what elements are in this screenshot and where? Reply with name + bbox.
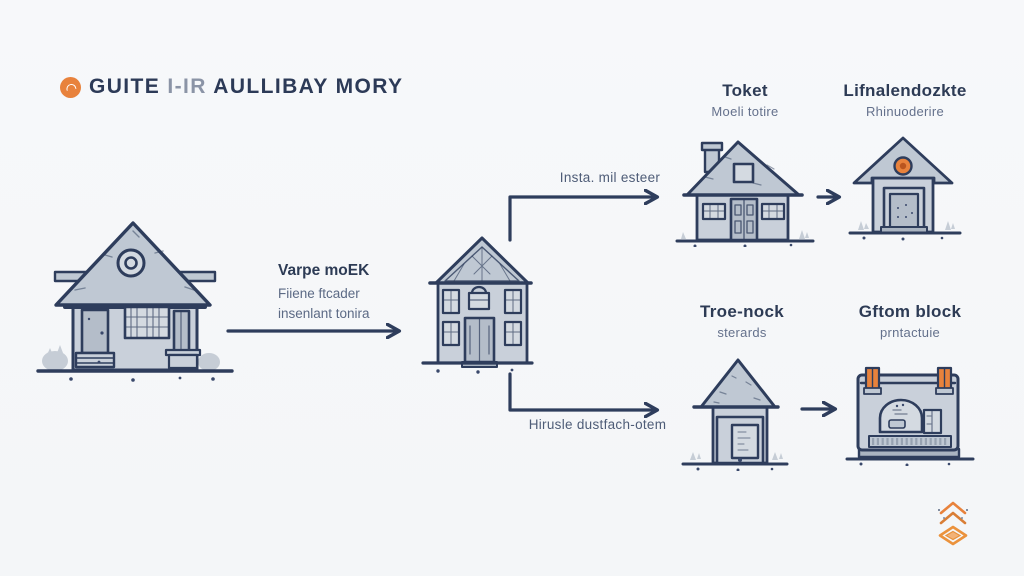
node-label-gftom-block: Gftom block prntactuie: [840, 302, 980, 340]
title-suffix: AULLIBAY MORY: [206, 75, 404, 98]
header: GUITE I-IR AULLIBAY MORY: [60, 75, 403, 99]
node-subtitle: Moeli totire: [711, 104, 779, 119]
node-subtitle: sterards: [717, 325, 767, 340]
stacked-roof-diamond-logo: [938, 501, 968, 546]
title-prefix: GUITE: [89, 75, 168, 98]
troe-nock-house-illustration: [681, 358, 789, 471]
lifnalendozkte-house-illustration: [848, 136, 962, 241]
step-text-block: Varpe moEK Fiiene ftcader insenlant toni…: [278, 262, 428, 324]
two-story-house-illustration: [421, 236, 534, 374]
node-title: Gftom block: [858, 302, 962, 321]
toket-house-illustration: [675, 140, 815, 247]
arrow-branch-top: [508, 197, 656, 242]
node-subtitle: prntactuie: [879, 325, 941, 340]
orange-dot-icon: [60, 76, 81, 98]
gftom-block-illustration: [845, 366, 975, 466]
node-subtitle: Rhinuoderire: [865, 104, 945, 119]
node-title: Lifnalendozkte: [843, 81, 967, 100]
node-title: Troe-nock: [700, 302, 784, 321]
node-label-troe-nock: Troe-nock sterards: [677, 302, 807, 340]
step-line-2: insenlant tonira: [278, 306, 370, 321]
step-line-1: Fiiene ftcader: [278, 286, 360, 301]
node-label-toket: Toket Moeli totire: [680, 81, 810, 119]
title-faded-segment: I-IR: [167, 75, 207, 98]
page-title: GUITE I-IR AULLIBAY MORY: [89, 75, 403, 99]
branch-bottom-label: Hirusle dustfach-otem: [528, 417, 667, 432]
branch-top-label: Insta. mil esteer: [559, 170, 661, 185]
node-title: Toket: [722, 81, 768, 100]
large-house-illustration: [36, 221, 234, 382]
node-label-lifnalendozkte: Lifnalendozkte Rhinuoderire: [830, 81, 980, 119]
arrow-branch-bottom: [508, 372, 656, 410]
step-heading: Varpe moEK: [278, 262, 370, 279]
